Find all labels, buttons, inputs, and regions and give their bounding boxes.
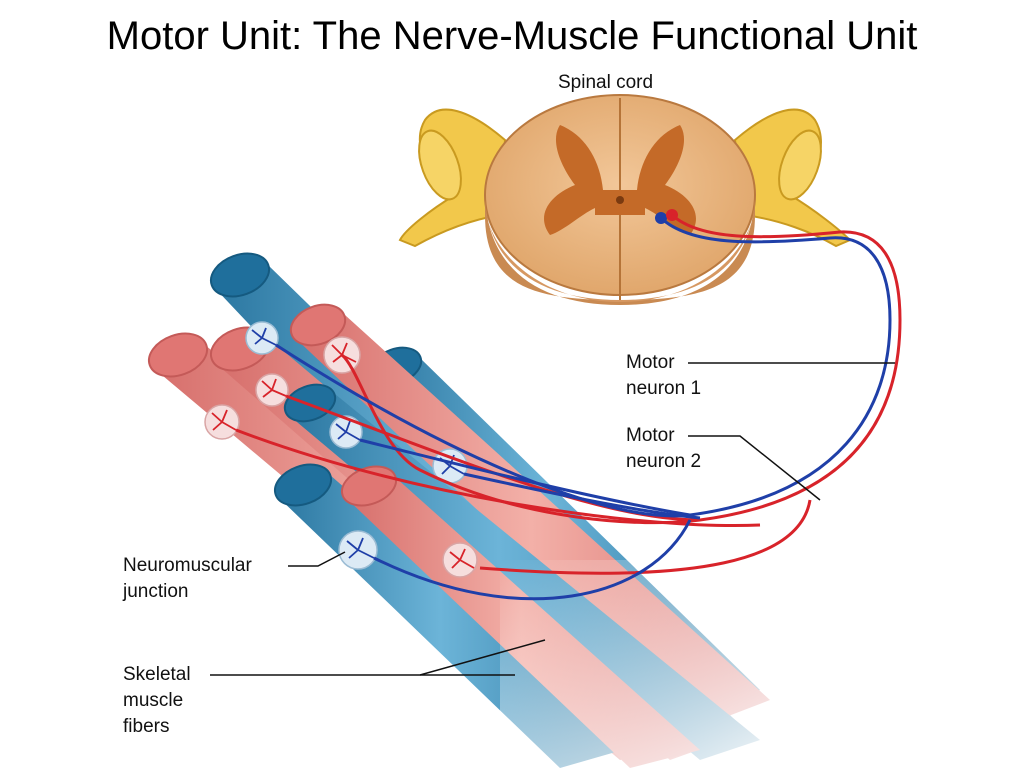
junction-blue-1 (245, 321, 279, 355)
label-spinal-cord-text: Spinal cord (558, 72, 654, 93)
label-motor-neuron-1-line-2: neuron 1 (626, 378, 702, 399)
motor-neuron-1-axon (235, 213, 902, 575)
label-neuromuscular-junction-line-2: junction (123, 581, 189, 602)
label-neuromuscular-junction: Neuromuscular junction (123, 553, 252, 605)
label-skeletal-muscle-fibers-line-2: muscle (123, 690, 184, 711)
slide-title: Motor Unit: The Nerve-Muscle Functional … (106, 14, 918, 58)
junction-red-3 (204, 404, 240, 440)
leader-lines (210, 362, 895, 676)
label-spinal-cord: Spinal cord (558, 70, 653, 96)
right-spinal-ganglion (733, 108, 852, 248)
label-motor-neuron-1-line-1: Motor (626, 352, 675, 373)
label-motor-neuron-2-line-1: Motor (626, 425, 675, 446)
leader-neuromuscular-junction (288, 551, 346, 567)
leader-motor-neuron-2 (688, 435, 821, 501)
left-spinal-ganglion (398, 108, 507, 248)
junction-red-2 (255, 373, 289, 407)
motor-neuron-2-axon (275, 216, 892, 601)
junction-red-4 (442, 542, 478, 578)
skeletal-muscle-fibers (147, 252, 800, 768)
label-motor-neuron-1: Motor neuron 1 (626, 350, 701, 402)
label-skeletal-muscle-fibers-line-1: Skeletal (123, 664, 191, 685)
label-motor-neuron-2: Motor neuron 2 (626, 423, 701, 475)
label-neuromuscular-junction-line-1: Neuromuscular (123, 555, 252, 576)
junction-blue-2 (329, 415, 363, 449)
neuromuscular-junctions (204, 321, 478, 578)
label-motor-neuron-2-line-2: neuron 2 (626, 451, 702, 472)
label-skeletal-muscle-fibers-line-3: fibers (123, 716, 170, 737)
label-skeletal-muscle-fibers: Skeletal muscle fibers (123, 662, 191, 740)
spinal-cord (398, 94, 852, 305)
junction-blue-4 (338, 530, 378, 570)
